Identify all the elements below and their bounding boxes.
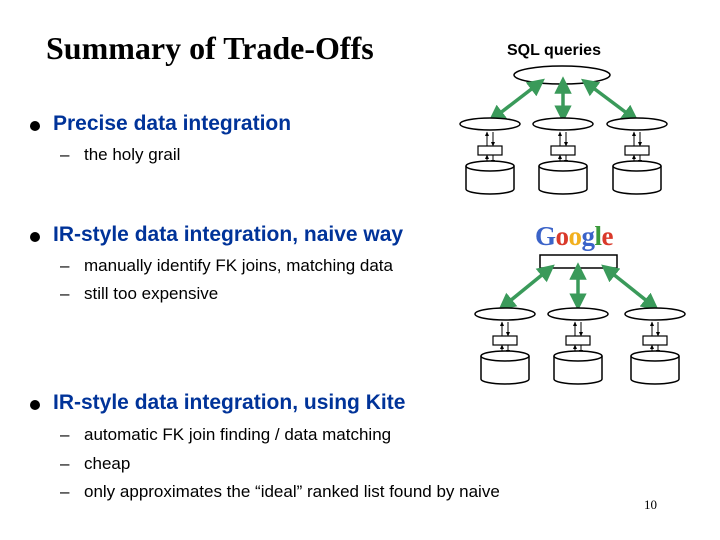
database-source: [533, 118, 593, 194]
logo-letter: o: [568, 221, 583, 251]
google-logo: Google: [535, 221, 614, 252]
sub-dash: –: [60, 284, 70, 303]
sub-item: only approximates the “ideal” ranked lis…: [84, 482, 500, 501]
sub-item: manually identify FK joins, matching dat…: [84, 256, 393, 275]
slide-title: Summary of Trade-Offs: [46, 30, 374, 66]
database-source: [607, 118, 667, 194]
database-source: [625, 308, 685, 384]
bidirectional-arrow: [581, 78, 639, 123]
bullet-kite: IR-style data integration, using Kite: [53, 391, 406, 414]
sub-dash: –: [60, 256, 70, 275]
sub-dash: –: [60, 145, 70, 164]
page-number: 10: [644, 497, 657, 512]
logo-letter: e: [601, 221, 614, 251]
bullet-naive: IR-style data integration, naive way: [53, 223, 404, 246]
sub-item: the holy grail: [84, 145, 181, 164]
bullet-precise: Precise data integration: [53, 112, 292, 135]
index-box: [539, 254, 618, 269]
logo-letter: g: [581, 221, 596, 251]
database-source: [460, 118, 520, 194]
logo-letter: o: [555, 221, 570, 251]
bullet-dot: [30, 400, 40, 410]
database-source: [548, 308, 608, 384]
sub-dash: –: [60, 482, 70, 501]
bidirectional-arrow: [601, 264, 659, 311]
logo-letter: l: [594, 221, 603, 251]
bullet-dot: [30, 232, 40, 242]
database-source: [475, 308, 535, 384]
google-diagram: [475, 254, 685, 384]
sub-item: automatic FK join finding / data matchin…: [84, 425, 392, 444]
sub-dash: –: [60, 454, 70, 473]
bidirectional-arrow: [488, 78, 545, 123]
bullet-dot: [30, 121, 40, 131]
bidirectional-arrow: [498, 264, 555, 311]
sql-diagram: [460, 65, 667, 194]
sub-item: still too expensive: [84, 284, 219, 303]
query-node: [513, 65, 611, 85]
logo-letter: G: [535, 221, 556, 251]
sql-queries-label: SQL queries: [507, 42, 601, 59]
sub-item: cheap: [84, 454, 131, 473]
sub-dash: –: [60, 425, 70, 444]
